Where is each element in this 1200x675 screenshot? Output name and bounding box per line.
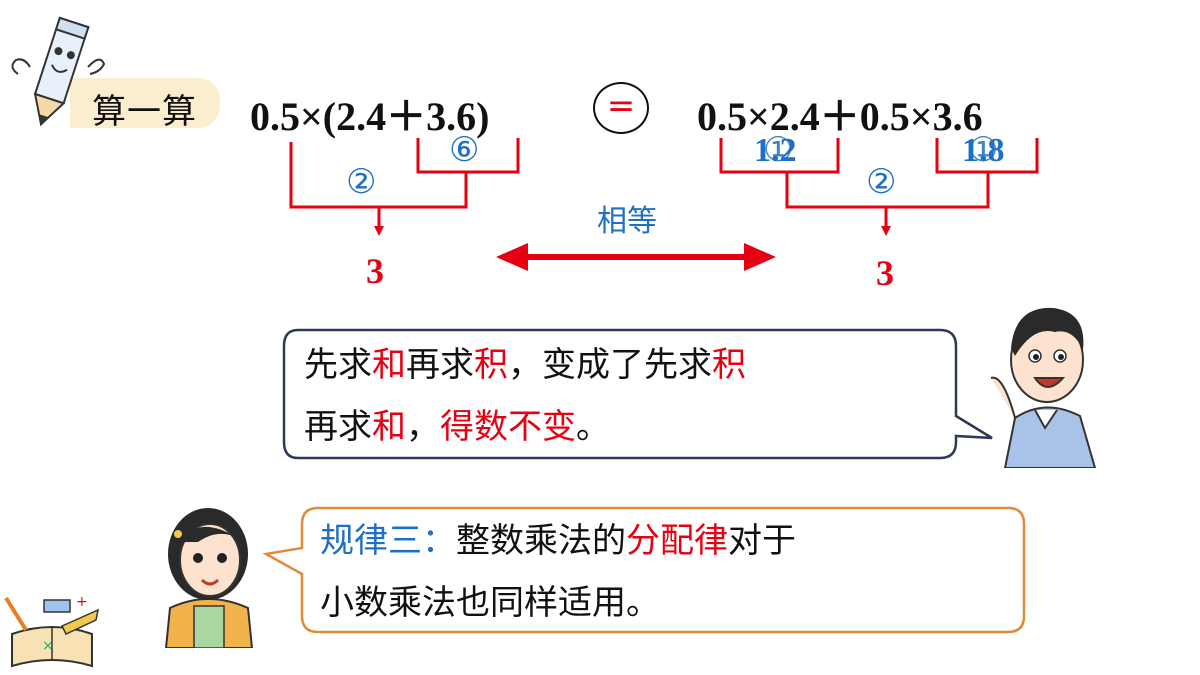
left-expression: 0.5×(2.4＋3.6) — [250, 94, 490, 139]
equal-label: 相等 — [597, 204, 657, 239]
equal-sign: = — [606, 86, 636, 126]
girl-avatar — [164, 508, 254, 648]
right-first-step: ① — [763, 130, 794, 170]
left-outer-step: ② — [346, 162, 377, 202]
stationery-icon: + × — [4, 594, 100, 668]
calculation-brackets — [289, 138, 1039, 271]
pencil-mascot-icon — [11, 16, 106, 127]
bubble2-line2: 小数乘法也同样适用。 — [320, 583, 660, 623]
title-tag — [70, 78, 220, 128]
right-result: 3 — [876, 253, 894, 293]
section-title: 算一算 — [92, 92, 197, 132]
equal-circle — [593, 82, 649, 134]
left-inner-step: ⑥ — [449, 130, 480, 170]
right-outer-step: ② — [866, 162, 897, 202]
right-second-step: ① — [968, 130, 999, 170]
right-second-value: 1.8 — [962, 132, 1005, 169]
right-expression: 0.5×2.4＋0.5×3.6 — [697, 94, 983, 139]
right-first-value: 1.2 — [754, 132, 797, 169]
left-inner-bracket — [416, 138, 520, 174]
bubble1-line1: 先求和再求积，变成了先求积 — [304, 345, 746, 385]
bubble2-line1: 规律三：整数乘法的分配律对于 — [320, 521, 796, 561]
speech-bubble-boy — [282, 328, 993, 460]
svg-text:×: × — [42, 638, 54, 654]
bubble1-line2: 再求和，得数不变。 — [304, 407, 610, 447]
left-outer-bracket — [289, 142, 468, 209]
speech-bubble-girl — [262, 506, 1026, 634]
svg-text:+: + — [76, 594, 88, 610]
boy-avatar — [990, 307, 1097, 468]
right-first-bracket — [719, 138, 840, 174]
left-result: 3 — [366, 251, 384, 291]
